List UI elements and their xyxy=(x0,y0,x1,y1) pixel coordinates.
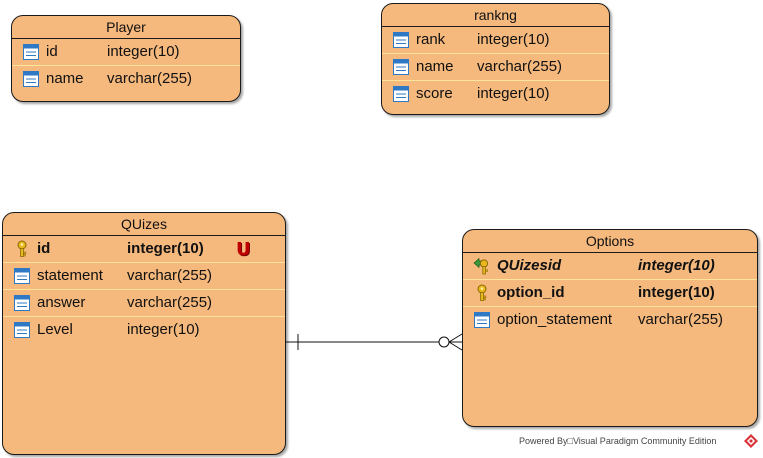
column-type: integer(10) xyxy=(107,43,180,60)
column-row[interactable]: rank integer(10) xyxy=(382,27,609,54)
primary-key-icon xyxy=(17,240,27,257)
column-name: id xyxy=(46,43,58,60)
column-name: QUizesid xyxy=(497,257,562,274)
column-type: varchar(255) xyxy=(127,294,213,311)
column-name: option_statement xyxy=(497,311,613,328)
column-name: statement xyxy=(37,267,103,284)
column-type: integer(10) xyxy=(638,257,715,274)
entity-rankng[interactable]: rankng rank integer(10) name varchar(255… xyxy=(381,3,610,115)
column-row[interactable]: statement varchar(255) xyxy=(3,263,285,290)
column-icon xyxy=(393,59,409,75)
column-icon xyxy=(14,268,30,284)
column-icon xyxy=(393,32,409,48)
column-icon xyxy=(474,312,490,328)
column-type: varchar(255) xyxy=(477,58,563,75)
zero-cardinality-mark xyxy=(438,336,450,348)
unique-badge: U xyxy=(236,239,251,260)
visual-paradigm-logo-icon xyxy=(744,434,758,448)
column-name: name xyxy=(416,58,454,75)
column-name: rank xyxy=(416,31,446,48)
column-row[interactable]: score integer(10) xyxy=(382,81,609,107)
entity-title: QUizes xyxy=(3,213,285,236)
column-type: integer(10) xyxy=(127,321,200,338)
entity-player[interactable]: Player id integer(10) name varchar(255) xyxy=(11,15,241,102)
column-row[interactable]: option_id integer(10) xyxy=(463,280,757,307)
entity-title: Options xyxy=(463,230,757,253)
entity-title: rankng xyxy=(382,4,609,27)
many-cardinality-mark xyxy=(448,333,463,343)
column-type: integer(10) xyxy=(477,31,550,48)
entity-options[interactable]: Options QUizesid integer(10) option_id i… xyxy=(462,229,758,427)
footer-credit: Powered By□Visual Paradigm Community Edi… xyxy=(519,436,717,446)
primary-key-icon xyxy=(477,284,487,301)
column-row[interactable]: id integer(10) xyxy=(12,39,240,66)
column-icon xyxy=(23,71,39,87)
column-row[interactable]: name varchar(255) xyxy=(12,66,240,92)
foreign-key-icon xyxy=(473,257,489,275)
column-row[interactable]: answer varchar(255) xyxy=(3,290,285,317)
column-icon xyxy=(393,86,409,102)
column-row[interactable]: name varchar(255) xyxy=(382,54,609,81)
column-type: varchar(255) xyxy=(127,267,213,284)
column-name: id xyxy=(37,240,51,257)
column-icon xyxy=(23,44,39,60)
column-type: integer(10) xyxy=(638,284,715,301)
entity-quizes[interactable]: QUizes id integer(10) U statement varcha… xyxy=(2,212,286,455)
column-type: integer(10) xyxy=(477,85,550,102)
column-row[interactable]: id integer(10) U xyxy=(3,236,285,263)
column-icon xyxy=(14,322,30,338)
column-type: integer(10) xyxy=(127,240,204,257)
many-cardinality-mark xyxy=(448,341,463,351)
column-row[interactable]: option_statement varchar(255) xyxy=(463,307,757,333)
column-name: Level xyxy=(37,321,73,338)
column-type: varchar(255) xyxy=(107,70,193,87)
column-type: varchar(255) xyxy=(638,311,724,328)
column-icon xyxy=(14,295,30,311)
column-name: answer xyxy=(37,294,86,311)
column-row[interactable]: QUizesid integer(10) xyxy=(463,253,757,280)
column-name: score xyxy=(416,85,453,102)
column-row[interactable]: Level integer(10) xyxy=(3,317,285,343)
column-name: option_id xyxy=(497,284,565,301)
column-name: name xyxy=(46,70,84,87)
entity-title: Player xyxy=(12,16,240,39)
